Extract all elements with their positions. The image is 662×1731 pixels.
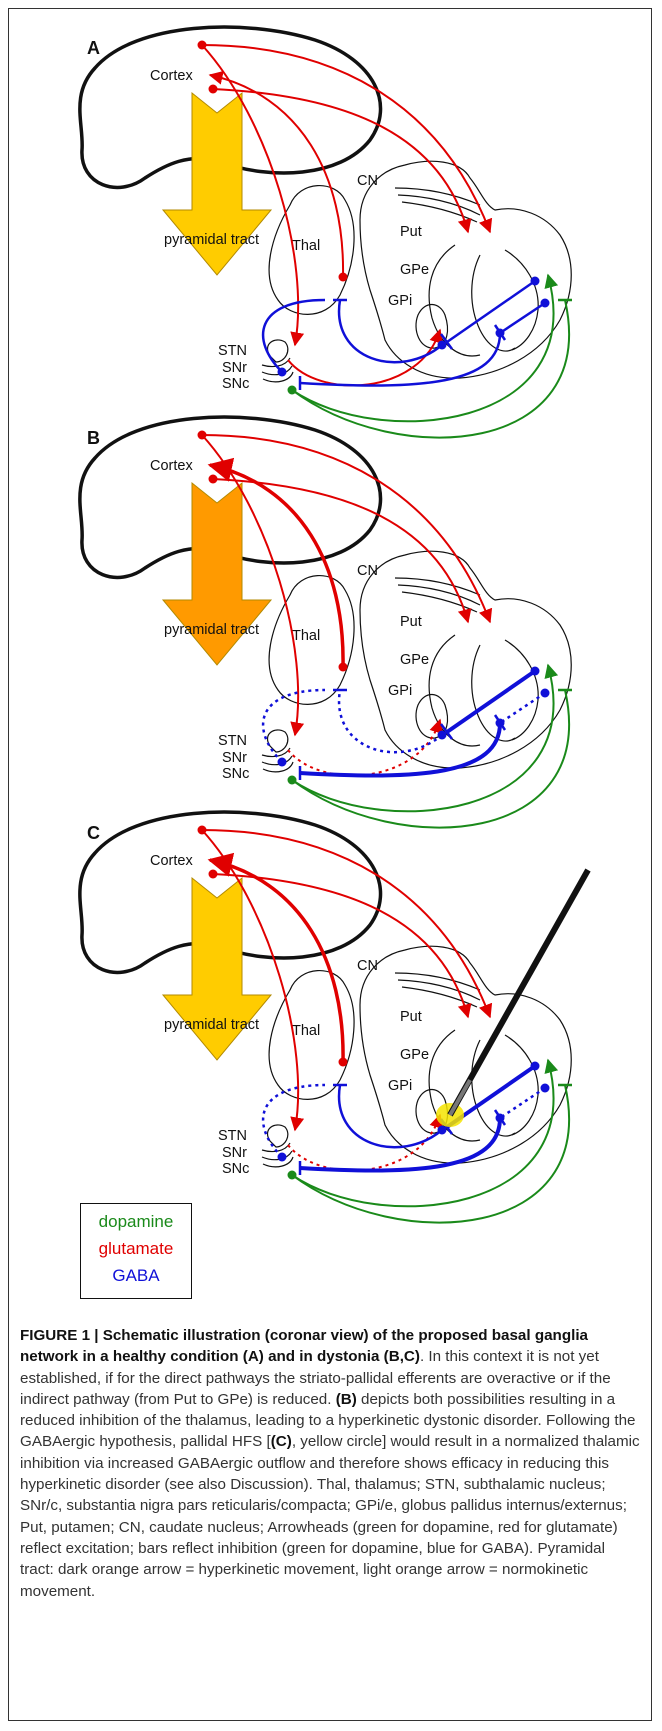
label-cn: CN	[357, 958, 378, 974]
label-cn: CN	[357, 563, 378, 579]
label-gpi: GPi	[388, 1078, 412, 1094]
label-gpe: GPe	[400, 262, 429, 278]
panel-b: B Cortex pyramidal tract Thal CN Put GPe…	[78, 415, 572, 829]
label-gpe: GPe	[400, 652, 429, 668]
label-cortex: Cortex	[150, 68, 193, 84]
label-cortex: Cortex	[150, 458, 193, 474]
caption-ref-b: (B)	[335, 1390, 357, 1408]
panel-letter: A	[87, 38, 100, 58]
label-stn: STN	[218, 733, 247, 749]
label-thal: Thal	[292, 238, 320, 254]
label-cortex: Cortex	[150, 853, 193, 869]
label-thal: Thal	[292, 628, 320, 644]
label-snr: SNr	[222, 1145, 247, 1161]
label-snc: SNc	[222, 1161, 249, 1177]
panel-c: C Cortex pyramidal tract Thal CN Put GPe…	[78, 810, 591, 1224]
figure-frame	[8, 8, 652, 1721]
figure-caption: FIGURE 1 | Schematic illustration (coron…	[20, 1325, 642, 1602]
pyramidal-tract-arrow	[161, 876, 273, 1061]
pyramidal-tract-arrow	[161, 91, 273, 276]
label-stn: STN	[218, 343, 247, 359]
label-pyramidal-tract: pyramidal tract	[164, 232, 259, 248]
caption-text-1: . In this context it is not yet establis…	[20, 1348, 611, 1408]
basal-ganglia-figure: A Cortex pyramidal tract Thal CN Put GPe…	[78, 25, 591, 1224]
label-gpi: GPi	[388, 293, 412, 309]
label-pyramidal-tract: pyramidal tract	[164, 622, 259, 638]
label-put: Put	[400, 1009, 422, 1025]
hfs-electrode	[436, 868, 591, 1127]
legend-glutamate: glutamate	[98, 1239, 174, 1258]
pyramidal-tract-arrow	[161, 481, 273, 666]
caption-text-2: depicts both possibilities resulting in …	[20, 1390, 636, 1451]
label-snr: SNr	[222, 750, 247, 766]
panel-a: A Cortex pyramidal tract Thal CN Put GPe…	[78, 25, 572, 439]
caption-title: FIGURE 1 | Schematic illustration (coron…	[20, 1327, 588, 1366]
panel-letter: C	[87, 823, 100, 843]
label-gpe: GPe	[400, 1047, 429, 1063]
legend: dopamine glutamate GABA	[80, 1203, 192, 1299]
label-stn: STN	[218, 1128, 247, 1144]
label-pyramidal-tract: pyramidal tract	[164, 1017, 259, 1033]
label-put: Put	[400, 224, 422, 240]
label-cn: CN	[357, 173, 378, 189]
label-gpi: GPi	[388, 683, 412, 699]
legend-dopamine: dopamine	[98, 1212, 174, 1231]
label-snc: SNc	[222, 766, 249, 782]
label-snc: SNc	[222, 376, 249, 392]
label-thal: Thal	[292, 1023, 320, 1039]
caption-ref-c: (C)	[270, 1433, 292, 1451]
label-put: Put	[400, 614, 422, 630]
panel-letter: B	[87, 428, 100, 448]
legend-gaba: GABA	[112, 1266, 160, 1285]
label-snr: SNr	[222, 360, 247, 376]
caption-text-3: , yellow circle] would result in a norma…	[20, 1433, 640, 1600]
